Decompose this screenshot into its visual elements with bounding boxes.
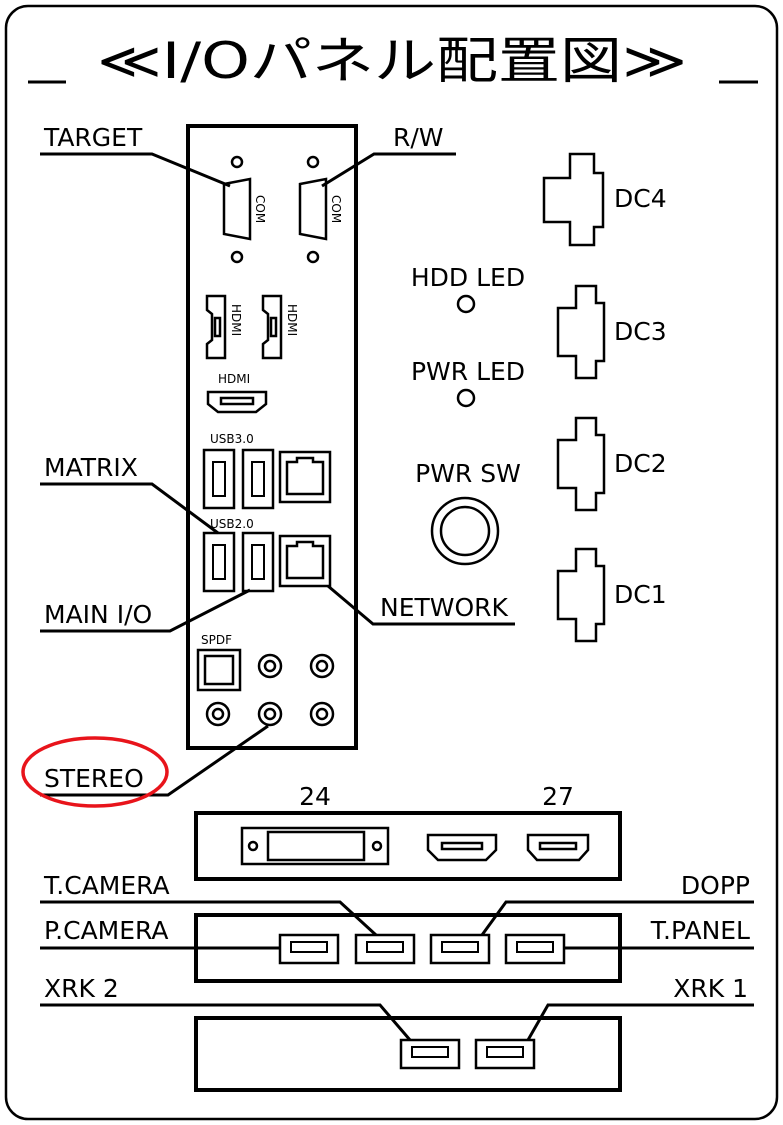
dc1-connector bbox=[556, 547, 606, 643]
audio-jack-5 bbox=[309, 701, 335, 727]
label-target-group: TARGET bbox=[40, 123, 231, 188]
label-dc3: DC3 bbox=[614, 317, 667, 346]
dc3-connector bbox=[556, 284, 606, 380]
xrk-panel-frame bbox=[194, 1016, 622, 1092]
lan-port-1 bbox=[278, 450, 332, 504]
hdmi-label-2: HDMI bbox=[285, 304, 299, 336]
audio-jack-2 bbox=[309, 653, 335, 679]
lan-port-2 bbox=[278, 534, 332, 588]
audio-jack-1 bbox=[257, 653, 283, 679]
audio-jack-4 bbox=[257, 701, 283, 727]
monitor-panel: 24 27 bbox=[194, 782, 622, 881]
dc2-group: DC2 bbox=[556, 416, 667, 512]
label-t-camera: T.CAMERA bbox=[43, 871, 170, 900]
label-dopp-group: DOPP bbox=[480, 871, 754, 936]
power-switch-inner bbox=[439, 505, 491, 557]
usb-port-dopp bbox=[429, 933, 491, 965]
label-dc4: DC4 bbox=[614, 184, 667, 213]
label-p-camera: P.CAMERA bbox=[44, 916, 169, 945]
com-label-2: COM bbox=[329, 195, 343, 223]
label-rw-group: R/W bbox=[321, 123, 456, 188]
spdf-label: SPDF bbox=[201, 633, 232, 647]
label-monitor-27: 27 bbox=[542, 782, 574, 811]
label-pwr-led: PWR LED bbox=[411, 357, 525, 386]
hdmi-port-vertical-1: HDMI bbox=[205, 294, 243, 360]
com-label-1: COM bbox=[253, 195, 267, 223]
usb-port-xrk2 bbox=[399, 1038, 461, 1070]
label-pwr-sw: PWR SW bbox=[415, 459, 521, 488]
label-stereo: STEREO bbox=[44, 764, 144, 793]
pwr-sw-group: PWR SW bbox=[415, 459, 521, 566]
label-t-camera-group: T.CAMERA bbox=[40, 871, 378, 937]
back-panel: COM COM HDMI HDMI HDMI USB3.0 bbox=[186, 124, 358, 750]
usb-port-xrk1 bbox=[474, 1038, 536, 1070]
label-dc2: DC2 bbox=[614, 449, 667, 478]
monitor-panel-frame bbox=[194, 811, 622, 881]
label-main-io-group: MAIN I/O bbox=[40, 588, 251, 633]
title-group: ≪I/Oパネル配置図≫ bbox=[28, 32, 758, 90]
pwr-led-group: PWR LED bbox=[411, 357, 525, 408]
hdmi-port-vertical-2: HDMI bbox=[261, 294, 299, 360]
label-rw: R/W bbox=[393, 123, 444, 152]
back-panel-frame bbox=[186, 124, 358, 750]
dc4-connector bbox=[542, 152, 605, 247]
label-network: NETWORK bbox=[380, 593, 509, 622]
usb20-port-1 bbox=[202, 531, 236, 593]
usb30-port-2 bbox=[241, 448, 275, 510]
usb30-port-1 bbox=[202, 448, 236, 510]
hdmi-label-1: HDMI bbox=[229, 304, 243, 336]
dc1-group: DC1 bbox=[556, 547, 667, 643]
label-p-camera-group: P.CAMERA bbox=[40, 916, 280, 950]
pwr-led-indicator bbox=[456, 388, 476, 408]
com-port-target: COM bbox=[222, 155, 267, 264]
dvi-port bbox=[240, 826, 390, 866]
usb-port-t-camera bbox=[354, 933, 416, 965]
label-hdd-led: HDD LED bbox=[411, 263, 525, 292]
hdmi-label-3: HDMI bbox=[218, 372, 250, 386]
hdd-led-group: HDD LED bbox=[411, 263, 525, 314]
usb20-port-2 bbox=[241, 531, 275, 593]
dc4-group: DC4 bbox=[542, 152, 667, 247]
dc2-connector bbox=[556, 416, 606, 512]
label-xrk1-group: XRK 1 bbox=[526, 974, 754, 1041]
label-main-io: MAIN I/O bbox=[44, 600, 152, 629]
label-matrix-group: MATRIX bbox=[40, 453, 219, 535]
dc3-group: DC3 bbox=[556, 284, 667, 380]
audio-jack-3 bbox=[205, 701, 231, 727]
label-stereo-group: STEREO bbox=[21, 724, 269, 808]
hdmi-port-27 bbox=[526, 833, 590, 862]
audio-group: SPDF bbox=[196, 633, 335, 727]
label-xrk2-group: XRK 2 bbox=[40, 974, 412, 1041]
com-port-rw: COM bbox=[298, 155, 343, 264]
label-target: TARGET bbox=[43, 123, 143, 152]
usb30-group: USB3.0 bbox=[202, 432, 332, 510]
label-dopp: DOPP bbox=[681, 871, 750, 900]
stereo-highlight-circle bbox=[21, 736, 169, 808]
power-switch-outer bbox=[430, 496, 500, 566]
label-monitor-24: 24 bbox=[299, 782, 331, 811]
usb20-group: USB2.0 bbox=[202, 517, 332, 593]
hdd-led-indicator bbox=[456, 294, 476, 314]
label-t-panel-group: T.PANEL bbox=[564, 916, 754, 950]
label-network-group: NETWORK bbox=[327, 584, 515, 626]
label-matrix: MATRIX bbox=[44, 453, 138, 482]
xrk-panel bbox=[194, 1016, 622, 1092]
hdmi-port-24 bbox=[426, 833, 498, 862]
hdmi-port-horizontal: HDMI bbox=[206, 372, 268, 414]
label-t-panel: T.PANEL bbox=[650, 916, 750, 945]
spdf-port bbox=[196, 648, 242, 692]
page-title: ≪I/Oパネル配置図≫ bbox=[97, 32, 687, 90]
usb20-label: USB2.0 bbox=[210, 517, 254, 531]
label-dc1: DC1 bbox=[614, 580, 667, 609]
label-xrk1: XRK 1 bbox=[673, 974, 748, 1003]
label-xrk2: XRK 2 bbox=[44, 974, 119, 1003]
usb30-label: USB3.0 bbox=[210, 432, 254, 446]
